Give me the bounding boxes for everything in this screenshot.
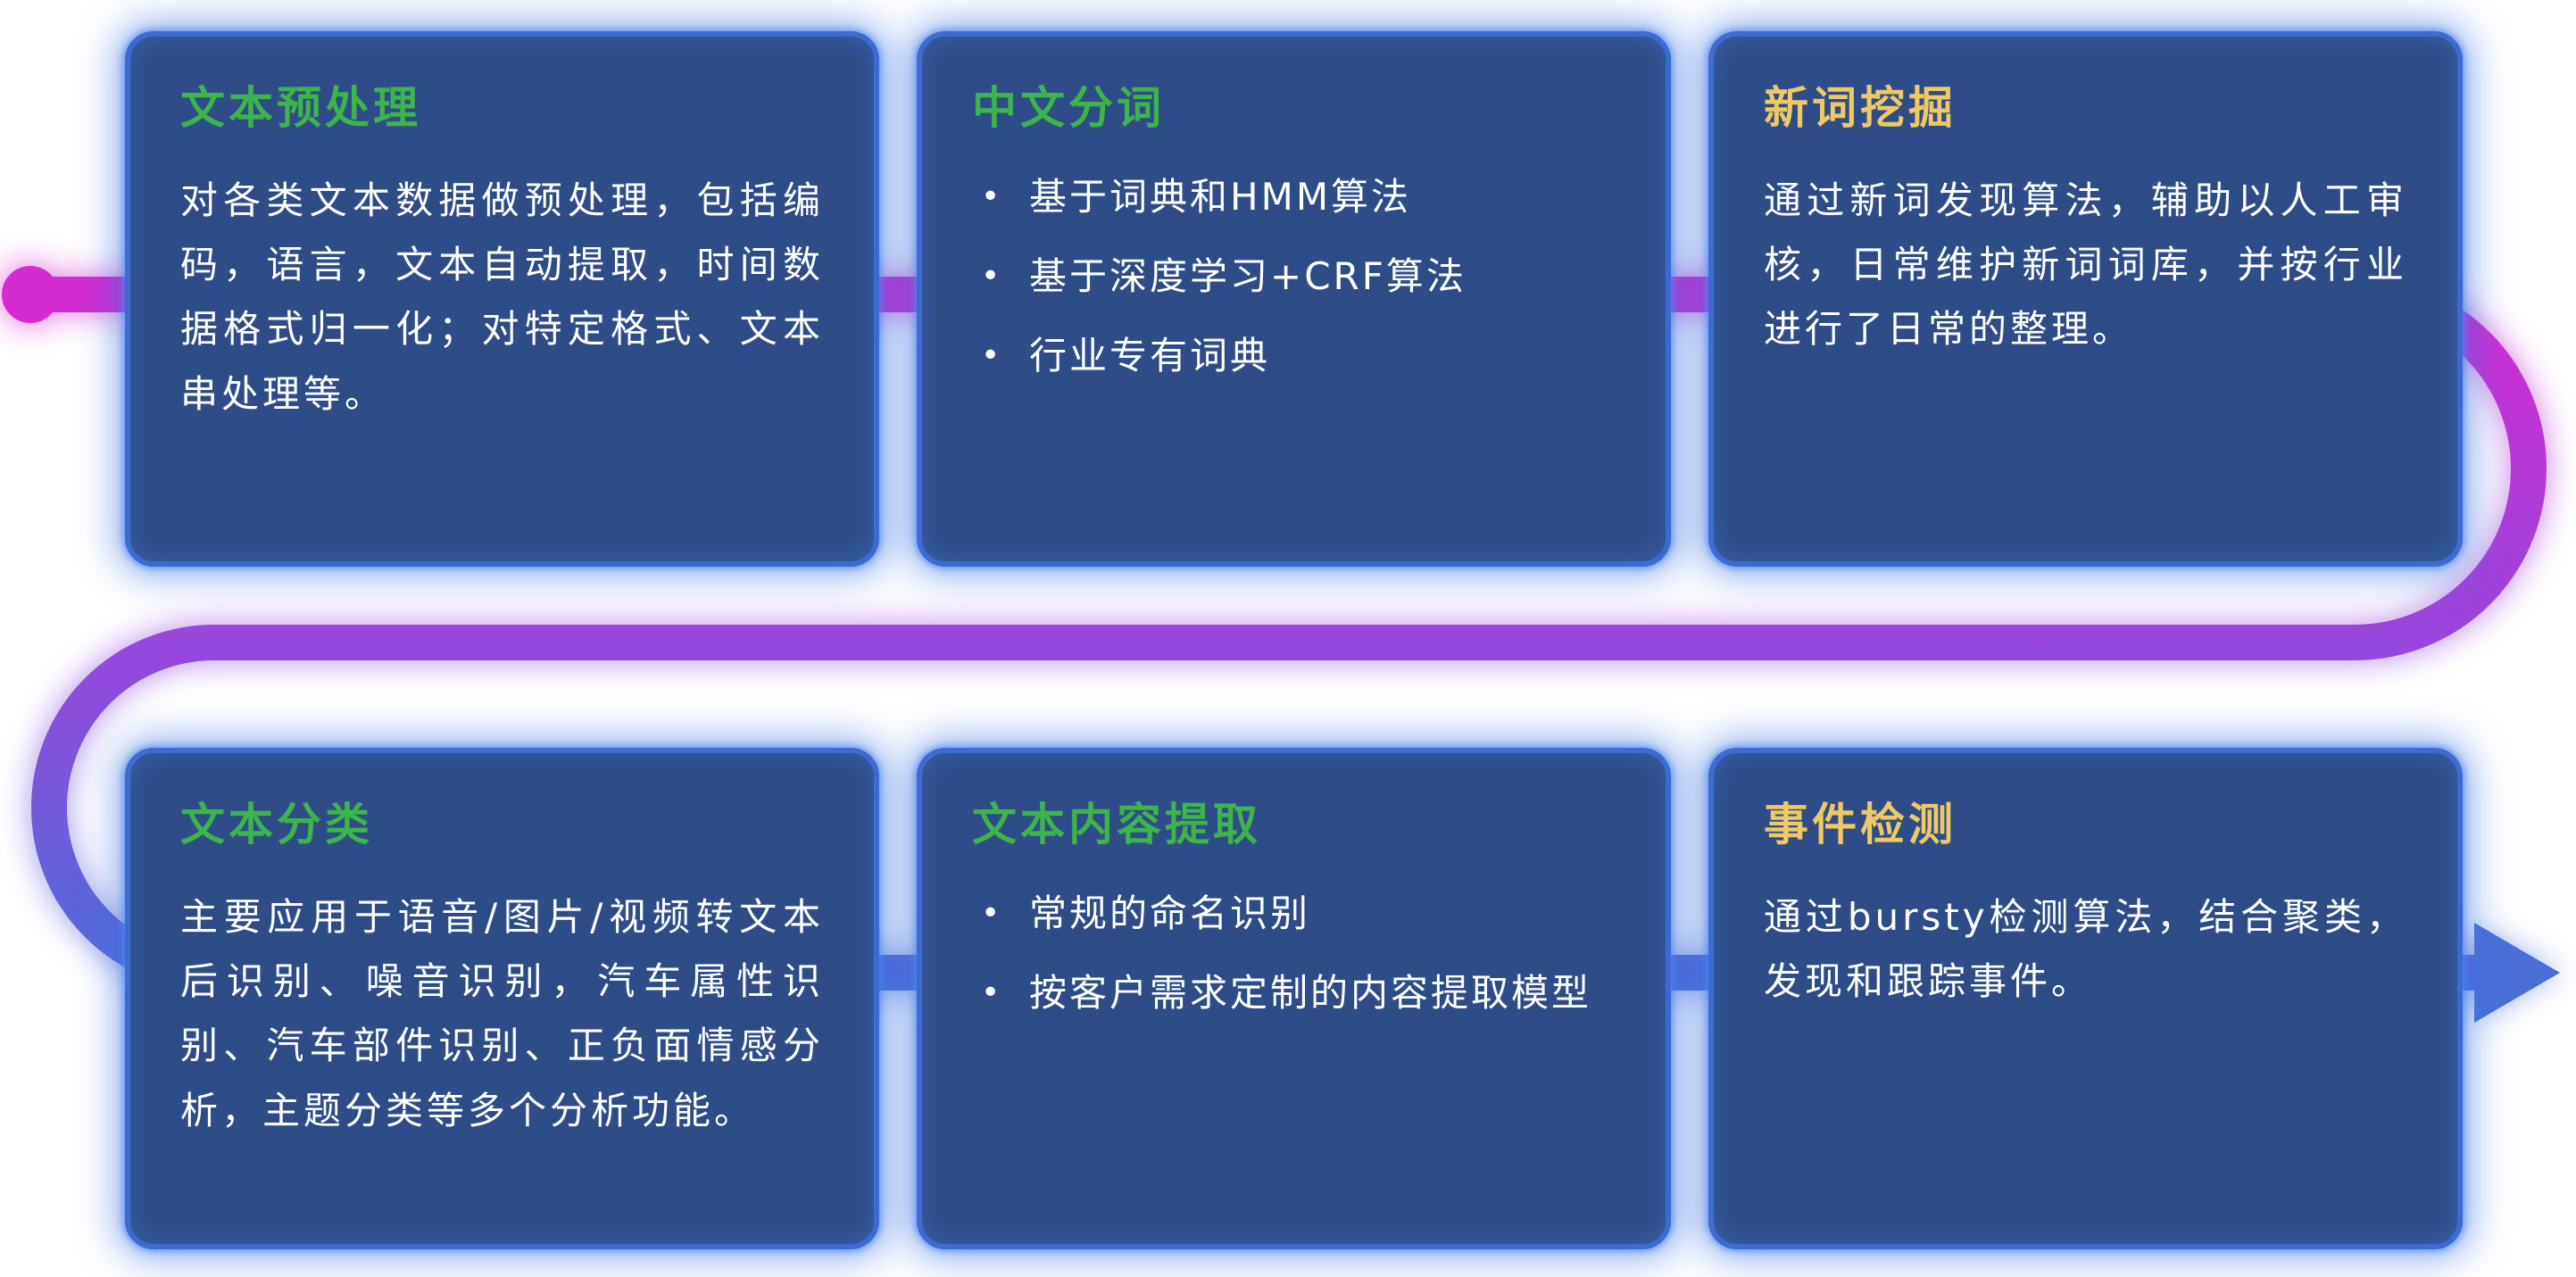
card-title: 文本预处理 — [180, 82, 421, 134]
card-title: 文本分类 — [180, 799, 373, 850]
card-bullet-list: 基于词典和HMM算法 基于深度学习+CRF算法 行业专有词典 — [972, 169, 1616, 384]
card-chinese-word-segmentation: 中文分词 基于词典和HMM算法 基于深度学习+CRF算法 行业专有词典 — [917, 31, 1671, 567]
bullet-item: 基于词典和HMM算法 — [972, 169, 1616, 225]
card-text-classification: 文本分类 主要应用于语音/图片/视频转文本后识别、噪音识别，汽车属性识别、汽车部… — [125, 748, 879, 1249]
card-title: 文本内容提取 — [972, 799, 1261, 850]
flow-arrow-icon — [2474, 923, 2560, 1023]
bullet-item: 基于深度学习+CRF算法 — [972, 248, 1616, 304]
bullet-item: 按客户需求定制的内容提取模型 — [972, 965, 1616, 1021]
card-body: 通过新词发现算法，辅助以人工审核，日常维护新词词库，并按行业进行了日常的整理。 — [1764, 178, 2407, 352]
flow-start-dot — [2, 266, 59, 323]
card-title: 新词挖掘 — [1764, 82, 1957, 134]
card-text-content-extraction: 文本内容提取 常规的命名识别 按客户需求定制的内容提取模型 — [917, 748, 1671, 1249]
card-bullet-list: 常规的命名识别 按客户需求定制的内容提取模型 — [972, 885, 1616, 1021]
bullet-item: 常规的命名识别 — [972, 885, 1616, 941]
card-new-word-mining: 新词挖掘 通过新词发现算法，辅助以人工审核，日常维护新词词库，并按行业进行了日常… — [1708, 31, 2463, 567]
bullet-item: 行业专有词典 — [972, 328, 1616, 384]
card-body: 对各类文本数据做预处理，包括编码，语言，文本自动提取，时间数据格式归一化；对特定… — [180, 178, 824, 416]
card-body: 通过bursty检测算法，结合聚类，发现和跟踪事件。 — [1764, 895, 2407, 1004]
card-text-preprocessing: 文本预处理 对各类文本数据做预处理，包括编码，语言，文本自动提取，时间数据格式归… — [125, 31, 879, 567]
card-title: 中文分词 — [972, 82, 1165, 134]
card-title: 事件检测 — [1764, 799, 1957, 850]
card-event-detection: 事件检测 通过bursty检测算法，结合聚类，发现和跟踪事件。 — [1708, 748, 2463, 1249]
card-body: 主要应用于语音/图片/视频转文本后识别、噪音识别，汽车属性识别、汽车部件识别、正… — [180, 895, 824, 1132]
flow-path — [29, 277, 2547, 991]
